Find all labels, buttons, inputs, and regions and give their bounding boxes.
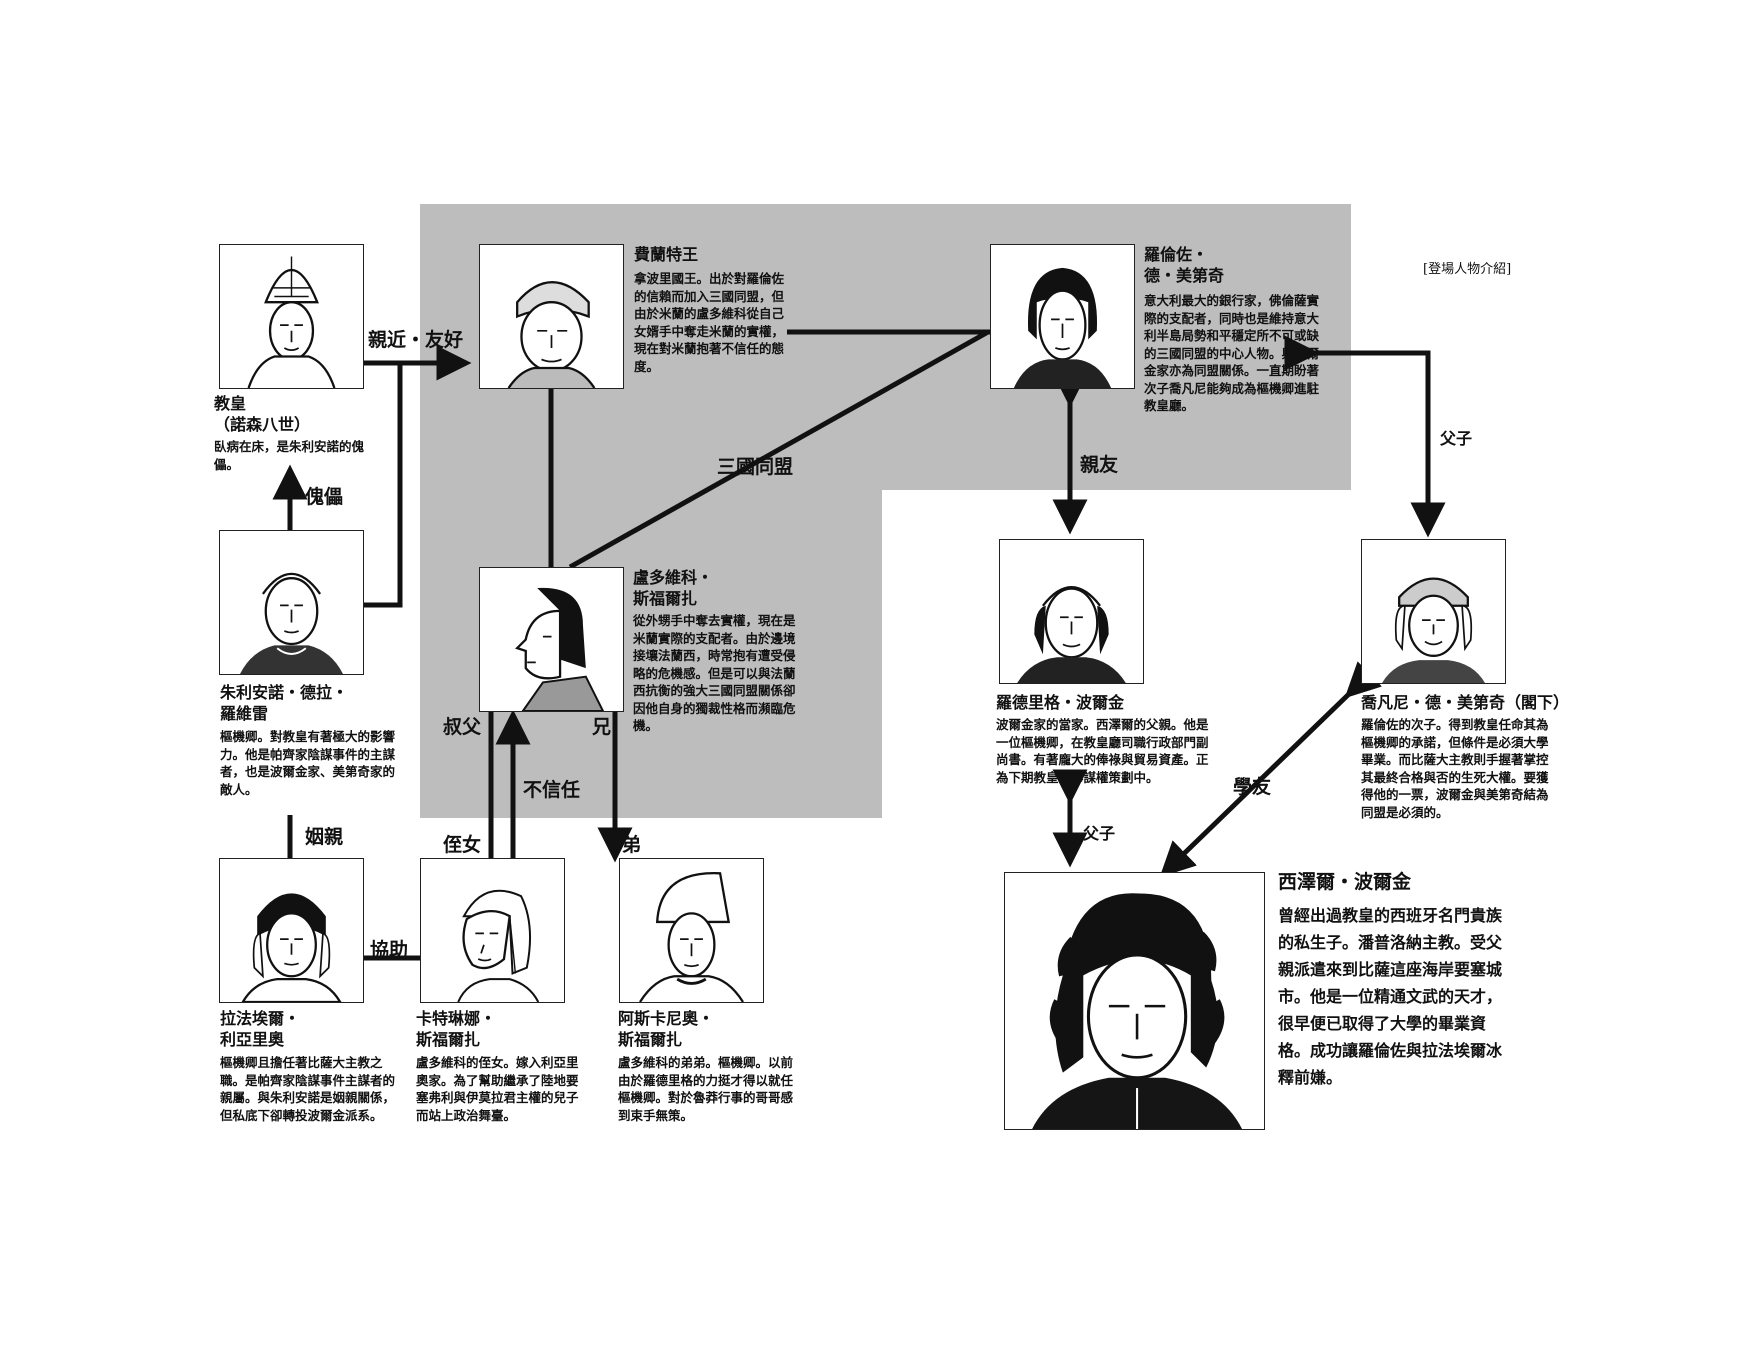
link-giovanni-cesare bbox=[1159, 661, 1382, 878]
lorenzo-portrait-icon bbox=[1013, 267, 1112, 388]
desc-giuliano: 樞機卿。對教皇有著極大的影響力。他是帕齊家陰謀事件的主謀者，也是波爾金家、美第奇… bbox=[220, 729, 396, 797]
rel-intimate-friendly: 親近・友好 bbox=[368, 329, 464, 351]
rel-triple-alliance: 三國同盟 bbox=[717, 456, 794, 478]
desc-rodrigo: 波爾金家的當家。西澤爾的父親。他是一位樞機卿，在教皇廳司職行政部門副尚書。有著龐… bbox=[996, 717, 1209, 785]
portrait-ferrante bbox=[479, 244, 624, 389]
rel-school-friend: 學友 bbox=[1233, 776, 1272, 798]
desc-caterina: 盧多維科的侄女。嫁入利亞里奧家。為了幫助繼承了陸地要塞弗利與伊莫拉君主權的兒子而… bbox=[416, 1055, 579, 1123]
name-caterina: 卡特琳娜・ 斯福爾扎 bbox=[416, 1009, 497, 1049]
rel-father-son-2: 父子 bbox=[1083, 824, 1116, 843]
rel-distrust: 不信任 bbox=[523, 779, 581, 801]
name-ferrante: 費蘭特王 bbox=[634, 245, 699, 264]
desc-raffaele: 樞機卿且擔任著比薩大主教之職。是帕齊家陰謀事件主謀者的親屬。與朱利安諾是姻親關係… bbox=[220, 1055, 396, 1123]
pope-portrait-icon bbox=[247, 256, 336, 388]
name-raffaele: 拉法埃爾・ 利亞里奧 bbox=[220, 1009, 301, 1049]
cesare-portrait-icon bbox=[1032, 893, 1243, 1129]
rel-father-son-1: 父子 bbox=[1440, 429, 1473, 448]
king-portrait-icon bbox=[507, 281, 596, 388]
name-pope: 教皇 （諾森八世） bbox=[214, 394, 311, 434]
rel-younger-brother: 弟 bbox=[622, 834, 642, 856]
cardinal-portrait-icon bbox=[240, 572, 343, 674]
portrait-ascanio bbox=[619, 858, 764, 1003]
desc-ascanio: 盧多維科的弟弟。樞機卿。以前由於羅德里格的力挺才得以就任樞機卿。對於魯莽行事的哥… bbox=[618, 1055, 794, 1123]
rel-uncle: 叔父 bbox=[443, 716, 482, 738]
desc-cesare: 曾經出過教皇的西班牙名門貴族的私生子。潘普洛納主教。受父親派遣來到比薩這座海岸要… bbox=[1278, 906, 1503, 1087]
rel-elder-brother: 兄 bbox=[592, 716, 612, 738]
portrait-caterina bbox=[420, 858, 565, 1003]
portrait-ludovico bbox=[479, 567, 624, 712]
rodrigo-portrait-icon bbox=[1017, 586, 1126, 683]
desc-pope: 臥病在床，是朱利安諾的傀儡。 bbox=[214, 439, 365, 472]
name-ludovico: 盧多維科・ 斯福爾扎 bbox=[633, 568, 714, 608]
rel-close-friend: 親友 bbox=[1080, 454, 1119, 476]
link-ludovico-lorenzo bbox=[568, 329, 990, 570]
link-giuliano-bracket bbox=[362, 363, 403, 608]
lady-portrait-icon bbox=[457, 889, 540, 1002]
name-rodrigo: 羅德里格・波爾金 bbox=[996, 693, 1125, 712]
rel-assist: 協助 bbox=[370, 939, 409, 961]
rel-niece: 侄女 bbox=[443, 834, 482, 856]
portrait-giovanni bbox=[1361, 539, 1506, 684]
portrait-raffaele bbox=[219, 858, 364, 1003]
portrait-giuliano bbox=[219, 530, 364, 675]
desc-lorenzo: 意大利最大的銀行家，佛倫薩實際的支配者，同時也是維持意大利半島局勢和平穩定所不可… bbox=[1144, 293, 1320, 413]
portrait-rodrigo bbox=[999, 539, 1144, 684]
name-cesare: 西澤爾・波爾金 bbox=[1278, 871, 1412, 893]
name-giovanni: 喬凡尼・德・美第奇（閣下） bbox=[1361, 693, 1570, 712]
desc-ludovico: 從外甥手中奪去實權，現在是米蘭實際的支配者。由於邊境接壤法蘭西，時常抱有遭受侵略… bbox=[633, 613, 796, 733]
header-tag: [登場人物介紹] bbox=[1423, 262, 1512, 277]
profile-portrait-icon bbox=[515, 587, 605, 711]
young-portrait-icon bbox=[1382, 577, 1485, 683]
name-ascanio: 阿斯卡尼奧・ 斯福爾扎 bbox=[618, 1009, 715, 1049]
rel-in-law: 姻親 bbox=[305, 826, 344, 848]
desc-ferrante: 拿波里國王。出於對羅倫佐的信賴而加入三國同盟，但由於米蘭的盧多維科從自己女婿手中… bbox=[634, 271, 785, 374]
name-giuliano: 朱利安諾・德拉・ 羅維雷 bbox=[220, 683, 349, 723]
desc-giovanni: 羅倫佐的次子。得到教皇任命其為樞機卿的承諾，但條件是必須大學畢業。而比薩大主教則… bbox=[1361, 717, 1549, 820]
ascanio-portrait-icon bbox=[639, 872, 744, 1002]
rel-puppet: 傀儡 bbox=[305, 486, 344, 508]
name-lorenzo: 羅倫佐・ 德・美第奇 bbox=[1144, 245, 1225, 285]
portrait-cesare bbox=[1004, 872, 1265, 1130]
link-lorenzo-giovanni bbox=[1284, 335, 1446, 538]
raffaele-portrait-icon bbox=[241, 893, 342, 1002]
portrait-lorenzo bbox=[990, 244, 1135, 389]
portrait-pope bbox=[219, 244, 364, 389]
